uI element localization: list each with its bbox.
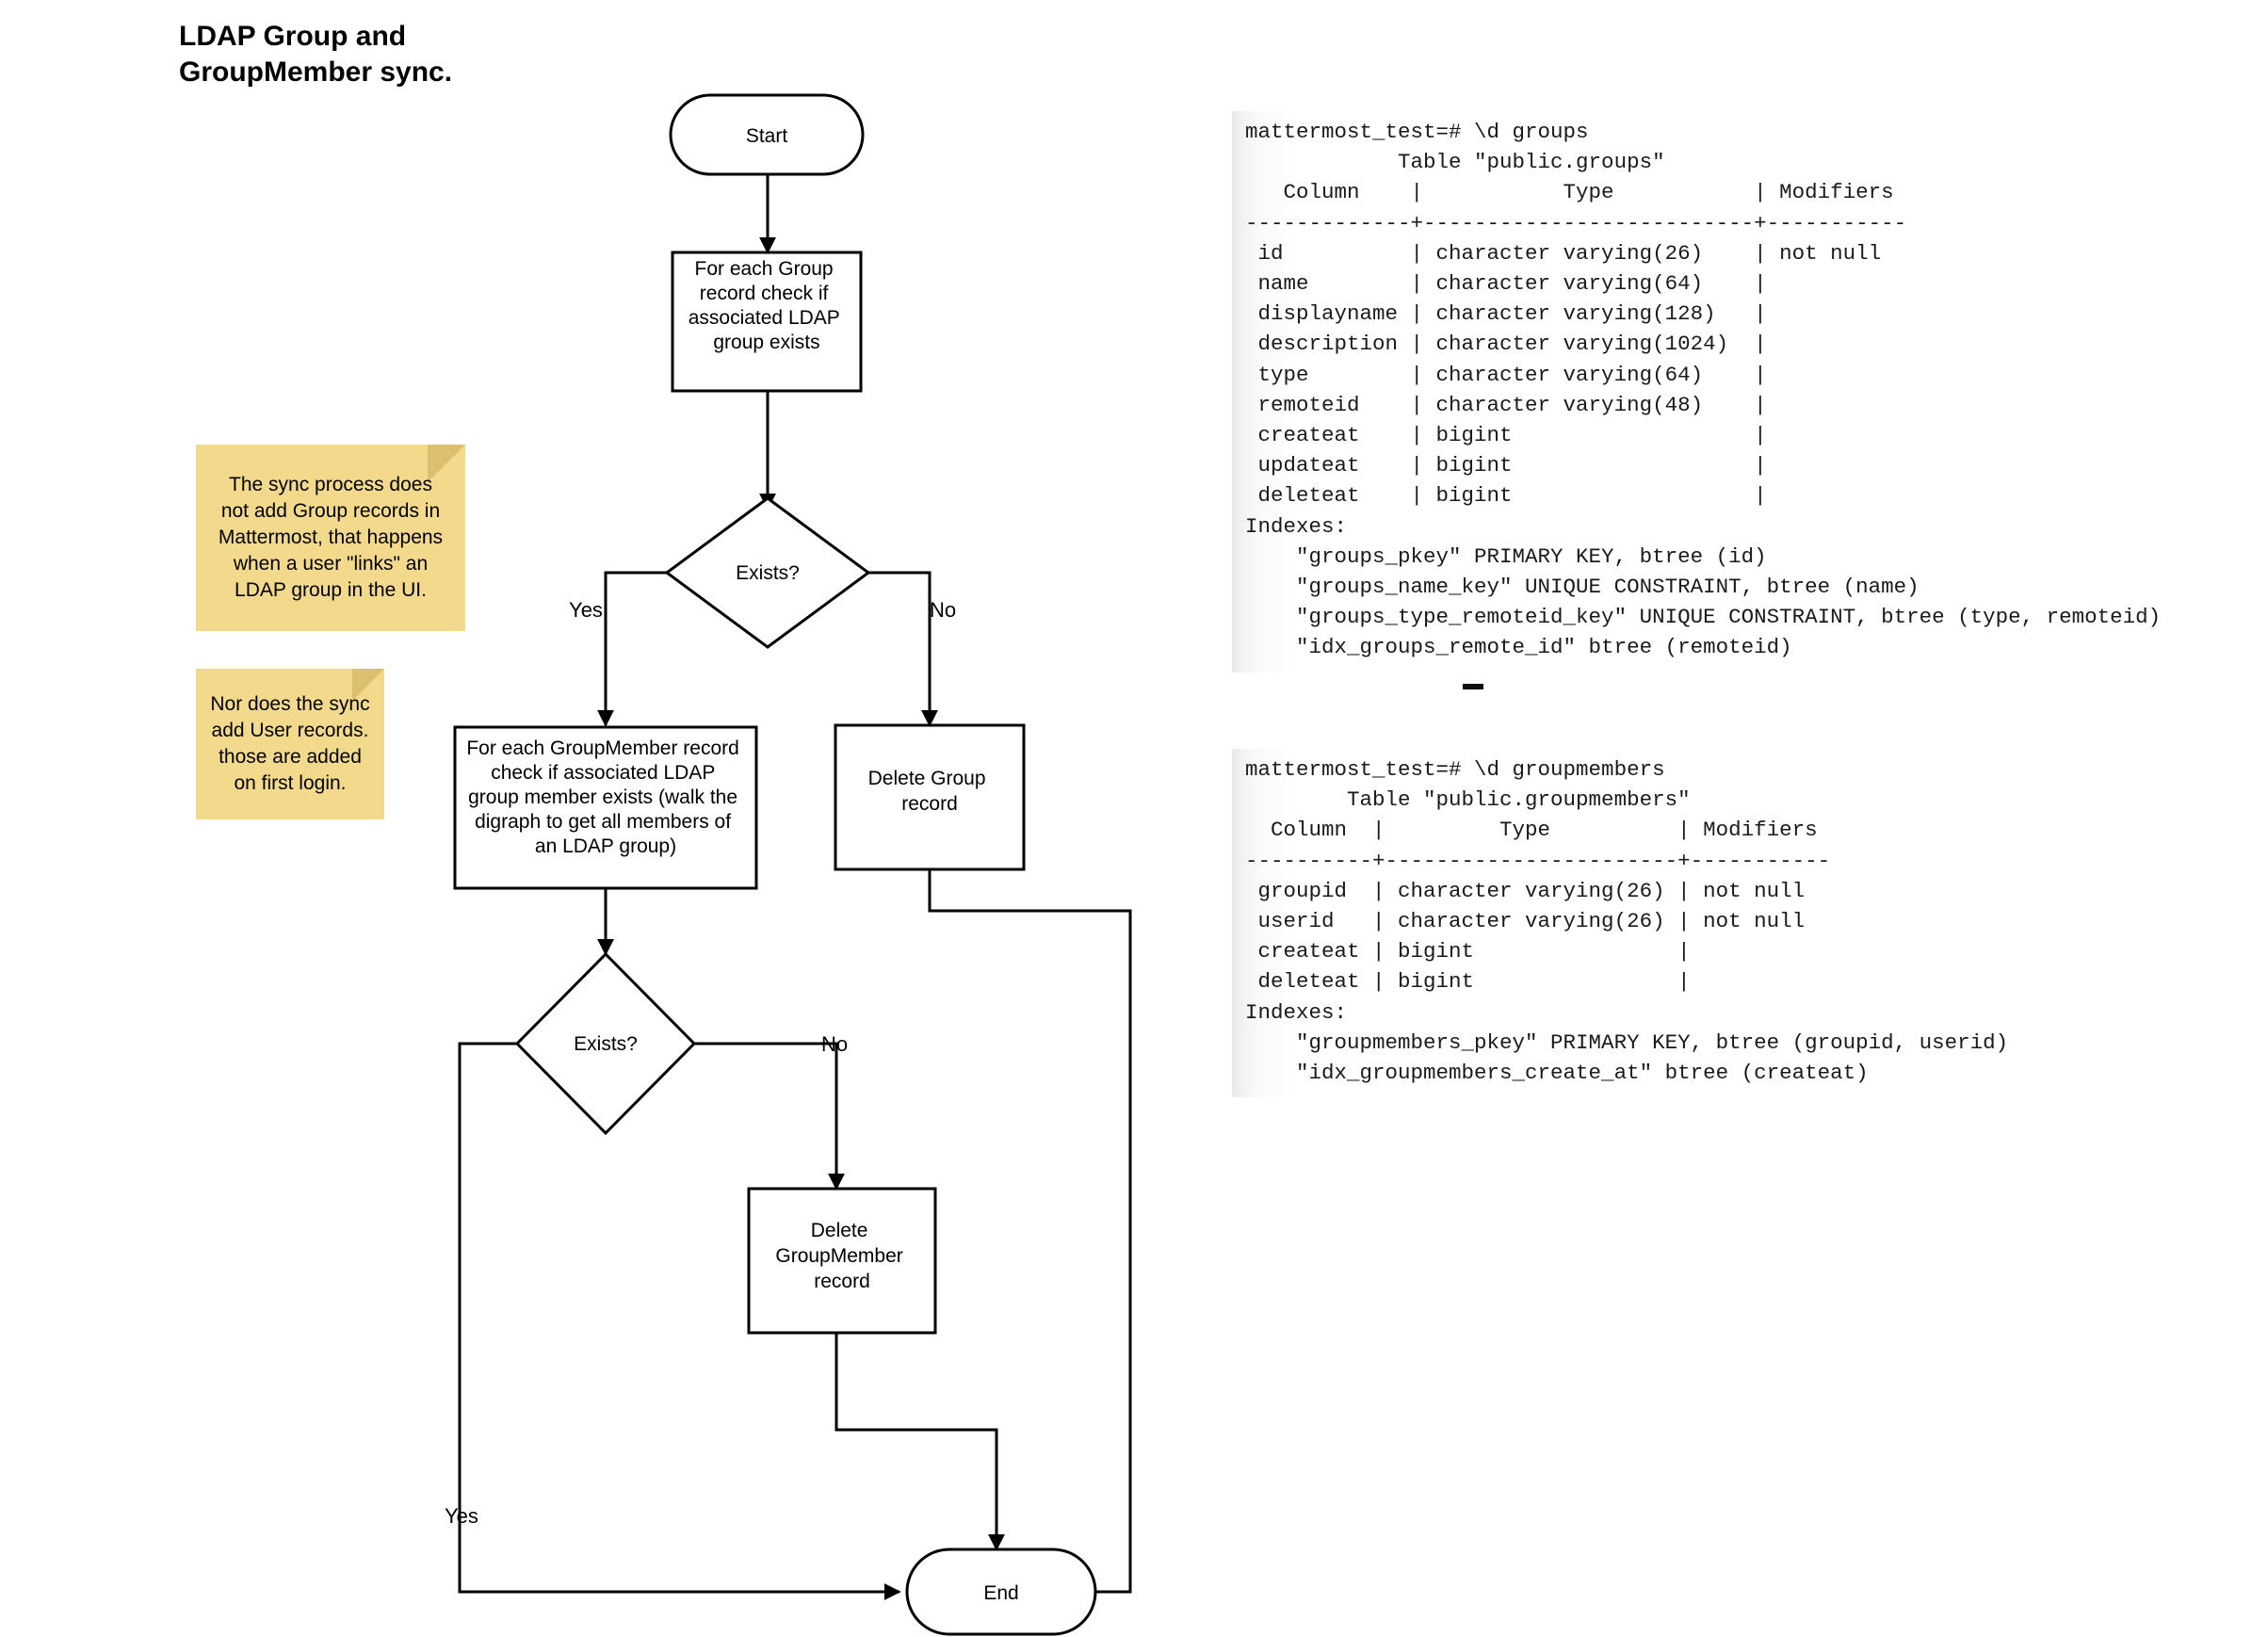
node-exists-group-label: Exists? <box>736 562 800 584</box>
node-check-group-record[interactable] <box>671 251 863 393</box>
node-delete-groupmember-record[interactable] <box>747 1187 937 1335</box>
flowchart-canvas: Start For each Group record check if ass… <box>445 93 1132 1636</box>
node-exists-group-decision[interactable] <box>664 496 871 649</box>
node-exists-groupmember-label: Exists? <box>574 1033 638 1055</box>
node-start-label: Start <box>746 125 788 147</box>
terminal-output-groups: mattermost_test=# \d groups Table "publi… <box>1232 111 2211 673</box>
node-delete-group-record-label: Delete Group record <box>868 768 992 815</box>
edge-exists-member-no <box>694 1042 845 1191</box>
node-end-label: End <box>983 1582 1018 1604</box>
edge-label-member-no: No <box>821 1032 848 1056</box>
sticky-note-fold-corner <box>428 445 465 482</box>
node-end[interactable] <box>905 1548 1097 1636</box>
node-check-groupmember-record-label: For each GroupMember record check if ass… <box>466 737 744 857</box>
edge-deletegroup-to-end <box>928 869 1132 1600</box>
edge-label-member-yes: Yes <box>445 1504 478 1528</box>
edge-label-group-yes: Yes <box>569 598 603 622</box>
edge-exists-group-yes <box>597 571 667 727</box>
sticky-note-text: Nor does the sync add User records. thos… <box>210 693 370 794</box>
terminal-output-groupmembers: mattermost_test=# \d groupmembers Table … <box>1232 749 2211 1098</box>
edge-deletemember-to-end <box>834 1333 1005 1551</box>
edge-label-group-no: No <box>930 598 956 622</box>
sticky-note-sync-group: The sync process does not add Group reco… <box>196 445 465 631</box>
node-delete-groupmember-record-label: Delete GroupMember record <box>775 1220 908 1292</box>
node-delete-group-record[interactable] <box>834 723 1026 871</box>
node-check-groupmember-record[interactable] <box>453 725 758 890</box>
edge-exists-group-no <box>868 571 938 727</box>
node-check-group-record-label: For each Group record check if associate… <box>688 258 846 353</box>
page-title: LDAP Group and GroupMember sync. <box>179 21 453 89</box>
node-start[interactable] <box>669 93 865 176</box>
edge-exists-member-yes <box>458 1042 901 1600</box>
sticky-note-sync-user: Nor does the sync add User records. thos… <box>196 669 384 819</box>
sticky-note-fold-corner <box>352 669 384 701</box>
terminal-cursor <box>1463 684 1483 689</box>
sticky-note-background <box>196 445 465 631</box>
node-exists-groupmember-decision[interactable] <box>514 951 697 1136</box>
sticky-note-text: The sync process does not add Group reco… <box>218 474 444 601</box>
